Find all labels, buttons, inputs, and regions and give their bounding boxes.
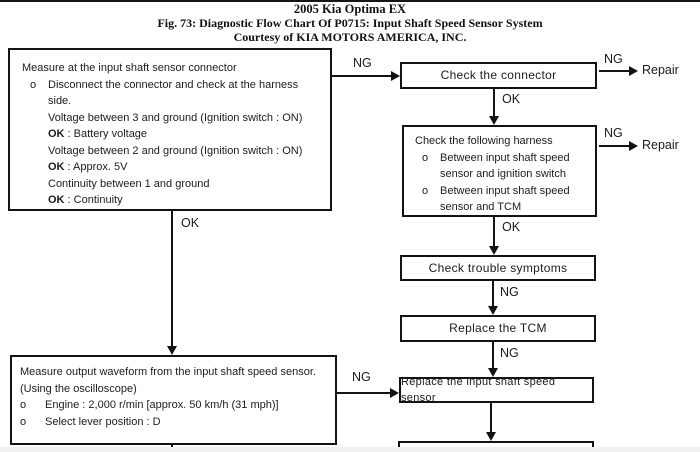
ok-label: OK	[48, 194, 65, 206]
arrowhead-down-icon	[488, 368, 498, 377]
waveform-bullet-2: o Select lever position : D	[20, 414, 327, 431]
ok-approx-5v: OK : Approx. 5V	[48, 159, 322, 176]
check-connector-title: Check the connector	[440, 68, 557, 83]
arrowhead-right-icon	[390, 388, 399, 398]
arrowhead-right-icon	[629, 66, 638, 76]
check-harness-bullet-2: o Between input shaft speed sensor and T…	[415, 183, 589, 216]
edge-label-ng: NG	[500, 346, 519, 360]
waveform-bullet-2-text: Select lever position : D	[45, 415, 161, 428]
courtesy-line: Courtesy of KIA MOTORS AMERICA, INC.	[233, 30, 467, 44]
edge-label-ng: NG	[604, 126, 623, 140]
arrowhead-down-icon	[488, 306, 498, 315]
edge-label-ok: OK	[502, 220, 521, 234]
edge-label-ng: NG	[353, 56, 372, 70]
measure-waveform-subtitle: (Using the oscilloscope)	[20, 382, 137, 395]
check-harness-bullet-1-text: Between input shaft speed sensor and ign…	[440, 151, 570, 181]
ok-label: OK	[48, 128, 65, 140]
check-harness-box: Check the following harness o Between in…	[402, 125, 597, 217]
edge-label-ok: OK	[181, 216, 200, 230]
arrow-line-ng-to-replace-tcm	[492, 281, 494, 306]
next-step-box-partial: Check trouble symptoms	[398, 441, 594, 452]
ok-value: : Battery voltage	[64, 128, 148, 140]
measure-connector-box: Measure at the input shaft sensor connec…	[8, 48, 332, 211]
arrowhead-down-icon	[167, 346, 177, 355]
arrow-line-ok-to-harness	[493, 89, 495, 116]
replace-sensor-box: Replace the input shaft speed sensor	[399, 376, 594, 404]
edge-label-ng: NG	[500, 285, 519, 299]
replace-tcm-box: Replace the TCM	[400, 315, 596, 342]
arrow-line-ng-to-replace-sensor	[492, 342, 494, 368]
edge-label-ok: OK	[502, 92, 521, 106]
bullet-marker: o	[20, 399, 27, 411]
check-voltage-3: Voltage between 3 and ground (Ignition s…	[48, 111, 303, 124]
measure-connector-title: Measure at the input shaft sensor connec…	[22, 62, 237, 74]
arrowhead-down-icon	[489, 116, 499, 125]
arrowhead-down-icon	[489, 246, 499, 255]
arrow-line-ok-to-waveform	[171, 211, 173, 346]
waveform-bullet-1: o Engine : 2,000 r/min [approx. 50 km/h …	[20, 397, 327, 414]
ok-label: OK	[48, 161, 65, 173]
edge-label-ng: NG	[352, 370, 371, 384]
arrowhead-right-icon	[629, 141, 638, 151]
page-title: 2005 Kia Optima EX	[293, 2, 407, 16]
arrow-line-to-next-step	[490, 403, 492, 432]
arrowhead-down-icon	[486, 432, 496, 441]
check-connector-box: Check the connector	[400, 62, 597, 89]
arrow-line-ok-to-trouble	[493, 217, 495, 246]
arrow-line-ng-waveform-to-replace	[337, 392, 390, 394]
check-voltage-2: Voltage between 2 and ground (Ignition s…	[48, 144, 303, 157]
bullet-marker: o	[30, 78, 37, 91]
ok-continuity: OK : Continuity	[48, 192, 322, 209]
check-harness-bullet-2-text: Between input shaft speed sensor and TCM	[440, 184, 570, 214]
arrow-line-ng-to-repair-2	[599, 145, 630, 147]
replace-sensor-title: Replace the input shaft speed sensor	[401, 375, 556, 405]
ok-value: : Approx. 5V	[64, 161, 128, 173]
edge-label-ng: NG	[604, 52, 623, 66]
arrow-line-ng-to-repair-1	[599, 70, 630, 72]
ok-battery-voltage: OK : Battery voltage	[48, 126, 322, 143]
waveform-bullet-1-text: Engine : 2,000 r/min [approx. 50 km/h (3…	[45, 399, 279, 411]
measure-waveform-box: Measure output waveform from the input s…	[10, 355, 337, 445]
bullet-marker: o	[20, 415, 27, 428]
figure-caption: Fig. 73: Diagnostic Flow Chart Of P0715:…	[157, 16, 543, 30]
page-bottom-edge	[0, 447, 700, 452]
measure-waveform-title: Measure output waveform from the input s…	[20, 366, 316, 378]
bullet-marker: o	[422, 151, 429, 164]
check-continuity-1: Continuity between 1 and ground	[48, 177, 210, 190]
repair-terminal-1: Repair	[642, 63, 679, 77]
check-harness-bullet-1: o Between input shaft speed sensor and i…	[415, 150, 589, 183]
measure-connector-bullet: o Disconnect the connector and check at …	[22, 77, 322, 110]
measure-connector-bullet-text: Disconnect the connector and check at th…	[48, 78, 299, 108]
replace-tcm-title: Replace the TCM	[449, 321, 547, 336]
check-harness-title: Check the following harness	[415, 135, 553, 147]
repair-terminal-2: Repair	[642, 138, 679, 152]
arrowhead-right-icon	[391, 71, 400, 81]
check-trouble-symptoms-box: Check trouble symptoms	[400, 255, 596, 281]
bullet-marker: o	[422, 184, 429, 197]
page-top-border	[0, 0, 700, 2]
ok-value: : Continuity	[64, 194, 123, 206]
arrow-line-ng-to-check-connector	[332, 75, 391, 77]
check-trouble-symptoms-title: Check trouble symptoms	[428, 260, 568, 275]
